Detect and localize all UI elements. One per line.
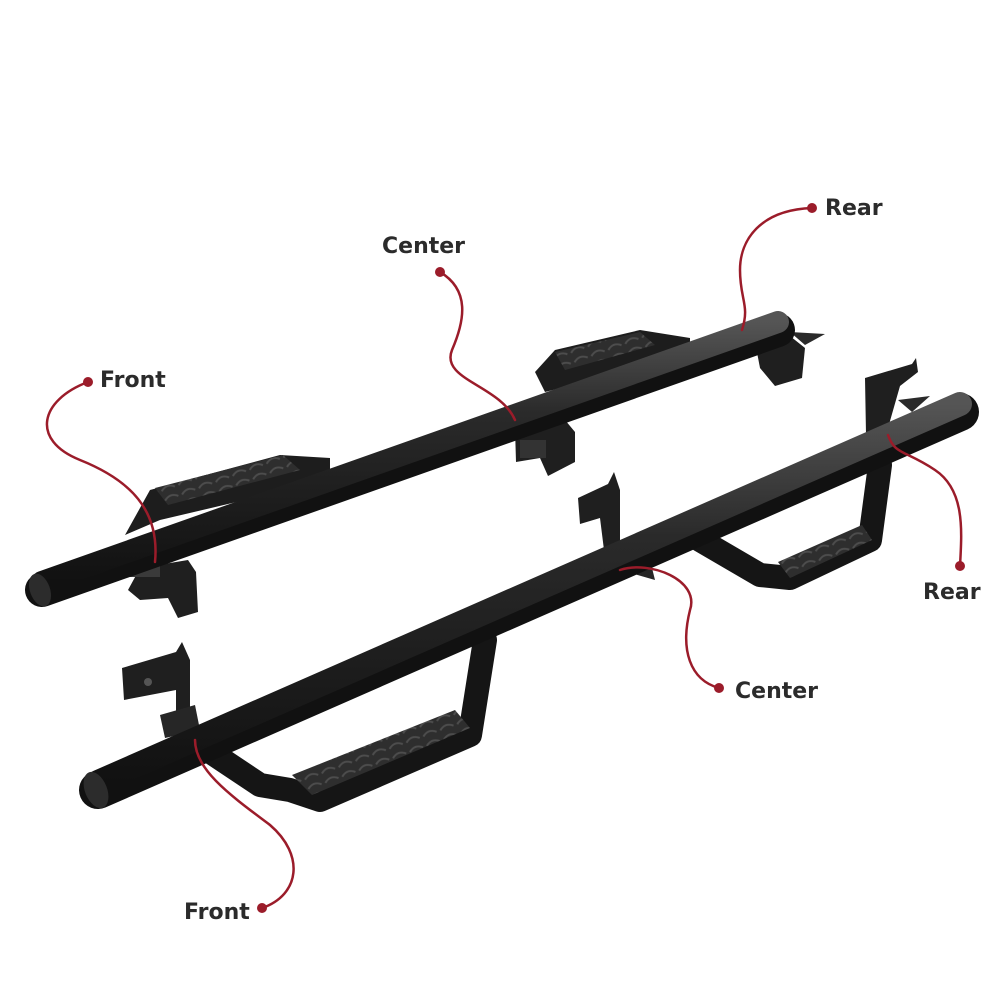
dot-lower-center xyxy=(714,683,724,693)
leader-upper-front xyxy=(45,380,157,564)
label-lower-rear: Rear xyxy=(923,580,981,605)
label-upper-center: Center xyxy=(382,234,466,259)
label-lower-center: Center xyxy=(735,679,819,704)
dot-lower-rear xyxy=(955,561,965,571)
label-upper-rear: Rear xyxy=(825,196,883,221)
callout-leaders xyxy=(45,206,963,910)
leader-upper-center xyxy=(438,270,517,422)
dot-upper-center xyxy=(435,267,445,277)
upper-rear-step xyxy=(535,330,690,392)
dot-upper-rear xyxy=(807,203,817,213)
lower-rear-bracket xyxy=(865,358,930,434)
upper-step-bar xyxy=(25,311,825,618)
lower-front-step xyxy=(188,628,497,812)
dot-lower-front xyxy=(257,903,267,913)
lower-rear-step xyxy=(688,453,892,590)
dot-upper-front xyxy=(83,377,93,387)
leader-lower-rear xyxy=(886,433,963,568)
lower-front-bracket xyxy=(122,642,200,738)
leader-upper-rear xyxy=(738,206,814,332)
label-upper-front: Front xyxy=(100,368,166,393)
lower-step-bar xyxy=(79,358,979,812)
upper-front-step xyxy=(125,455,330,535)
callout-dots xyxy=(83,203,965,913)
label-lower-front: Front xyxy=(184,900,250,925)
leader-lower-front xyxy=(193,738,295,910)
leader-lower-center xyxy=(618,566,721,690)
